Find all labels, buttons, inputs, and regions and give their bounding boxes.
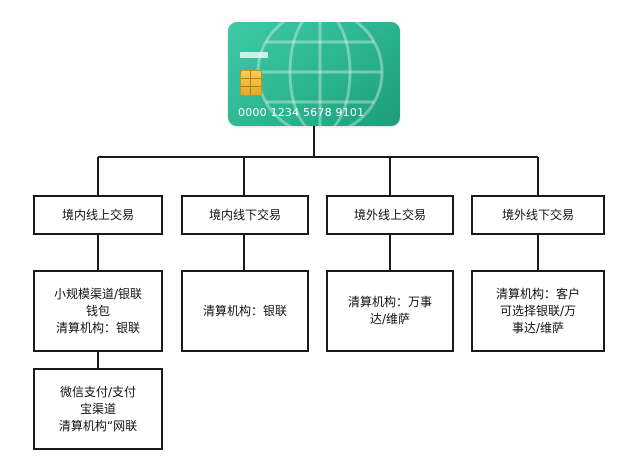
card-number: 0000 1234 5678 9101 xyxy=(238,106,365,119)
detail-line: 可选择银联/万 xyxy=(499,303,577,318)
detail-line: 清算机构：万事 xyxy=(347,295,432,309)
detail-line: 清算机构“网联 xyxy=(58,418,138,433)
detail-line: 小规模渠道/银联 xyxy=(53,286,143,301)
category-label: 境外线上交易 xyxy=(353,207,426,222)
detail-box-overseas-online: 清算机构：万事 达/维萨 xyxy=(326,270,454,352)
category-label: 境内线上交易 xyxy=(61,207,134,222)
detail-box-wechat-alipay: 微信支付/支付 宝渠道 清算机构“网联 xyxy=(33,368,163,450)
detail-line: 钱包 xyxy=(85,303,110,318)
detail-line: 清算机构：客户 xyxy=(495,286,580,301)
category-box-domestic-offline: 境内线下交易 xyxy=(181,195,309,235)
credit-card-icon: 0000 1234 5678 9101 xyxy=(228,22,400,126)
category-box-domestic-online: 境内线上交易 xyxy=(33,195,163,235)
category-box-overseas-offline: 境外线下交易 xyxy=(471,195,605,235)
detail-line: 清算机构：银联 xyxy=(202,303,287,318)
category-box-overseas-online: 境外线上交易 xyxy=(326,195,454,235)
detail-box-overseas-offline: 清算机构：客户 可选择银联/万 事达/维萨 xyxy=(471,270,605,352)
detail-line: 微信支付/支付 xyxy=(59,384,137,399)
detail-line: 宝渠道 xyxy=(79,401,116,416)
category-label: 境外线下交易 xyxy=(501,207,574,222)
detail-line: 达/维萨 xyxy=(369,312,411,326)
card-stripe xyxy=(240,52,268,58)
detail-box-unionpay-wallet: 小规模渠道/银联 钱包 清算机构：银联 xyxy=(33,270,163,352)
category-label: 境内线下交易 xyxy=(208,207,281,222)
chip-icon xyxy=(240,70,262,96)
detail-line: 事达/维萨 xyxy=(511,320,565,335)
detail-box-domestic-offline: 清算机构：银联 xyxy=(181,270,309,352)
detail-line: 清算机构：银联 xyxy=(55,320,140,335)
